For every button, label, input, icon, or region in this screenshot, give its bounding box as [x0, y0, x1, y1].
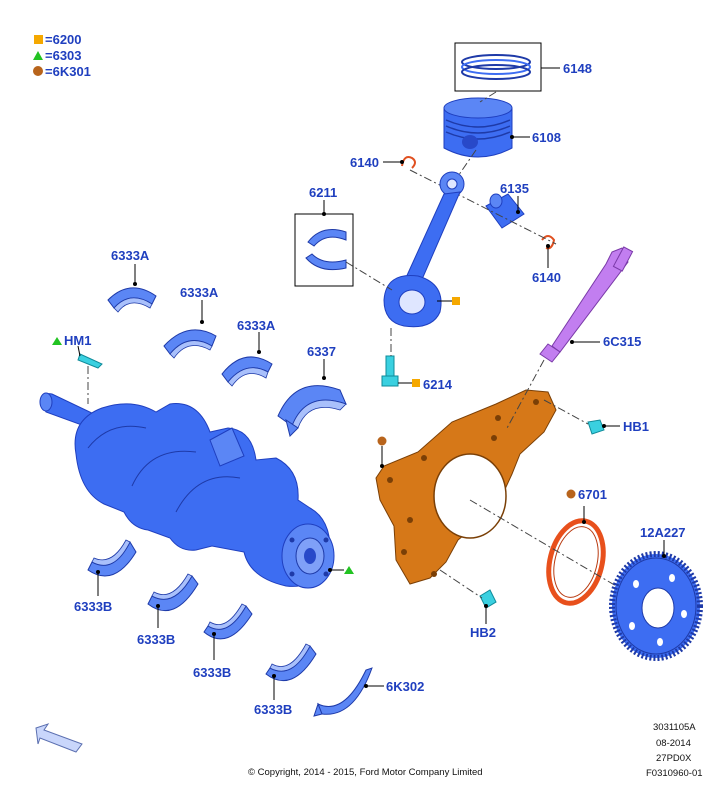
legend-triangle-icon	[33, 51, 43, 60]
label-HB2[interactable]: HB2	[470, 625, 496, 640]
ref-code-3: F0310960-01	[646, 768, 703, 779]
legend: =6200 =6303 =6K301	[33, 32, 91, 79]
label-6337[interactable]: 6337	[307, 344, 336, 359]
circlip-upper[interactable]	[401, 156, 416, 169]
thrust-bearing[interactable]	[277, 385, 347, 437]
rear-seal[interactable]	[541, 515, 612, 609]
label-6135[interactable]: 6135	[500, 181, 529, 196]
label-HM1[interactable]: HM1	[64, 333, 91, 348]
label-6140-lower[interactable]: 6140	[532, 270, 561, 285]
crankshaft[interactable]	[39, 392, 335, 589]
legend-6200: =6200	[45, 32, 82, 47]
label-12A227[interactable]: 12A227	[640, 525, 686, 540]
marker-square-icon	[412, 379, 420, 387]
label-6333B-1[interactable]: 6333B	[74, 599, 112, 614]
key-dowel[interactable]	[77, 353, 103, 369]
main-bearing-lower-2[interactable]	[147, 573, 199, 612]
main-bearing-lower-4[interactable]	[265, 643, 317, 682]
label-6214[interactable]: 6214	[423, 377, 453, 392]
label-HB1[interactable]: HB1	[623, 419, 649, 434]
copyright-text: © Copyright, 2014 - 2015, Ford Motor Com…	[248, 767, 483, 778]
bolt-hb1[interactable]	[587, 419, 605, 435]
legend-circle-icon	[33, 66, 43, 76]
marker-circle-icon	[566, 489, 576, 499]
label-6140-upper[interactable]: 6140	[350, 155, 379, 170]
marker-triangle-icon	[344, 566, 354, 574]
label-6148[interactable]: 6148	[563, 61, 592, 76]
main-bearing-lower-1[interactable]	[87, 539, 137, 577]
ref-date: 08-2014	[656, 738, 691, 749]
legend-6303: =6303	[45, 48, 82, 63]
label-6333B-4[interactable]: 6333B	[254, 702, 292, 717]
sensor[interactable]	[539, 246, 634, 363]
connecting-rod[interactable]	[383, 171, 465, 328]
piston[interactable]	[443, 97, 513, 158]
piston-pin[interactable]	[485, 193, 525, 229]
label-6C315[interactable]: 6C315	[603, 334, 641, 349]
rod-bearing-shells[interactable]	[294, 213, 354, 287]
main-bearing-upper-2[interactable]	[163, 329, 217, 359]
label-6211[interactable]: 6211	[309, 185, 337, 200]
rod-bolt[interactable]	[381, 355, 399, 387]
label-6333B-3[interactable]: 6333B	[193, 665, 231, 680]
marker-square-icon	[452, 297, 460, 305]
main-bearing-upper-3[interactable]	[221, 356, 273, 387]
label-6333A-3[interactable]: 6333A	[237, 318, 276, 333]
label-6333B-2[interactable]: 6333B	[137, 632, 175, 647]
marker-triangle-icon	[52, 337, 62, 345]
label-6108[interactable]: 6108	[532, 130, 561, 145]
legend-square-icon	[34, 35, 43, 44]
ref-code-1: 3031105A	[653, 722, 696, 733]
label-6701[interactable]: 6701	[578, 487, 607, 502]
label-6K302[interactable]: 6K302	[386, 679, 424, 694]
main-bearing-upper-1[interactable]	[107, 287, 157, 313]
circlip-lower[interactable]	[541, 235, 556, 250]
piston-rings[interactable]	[454, 42, 542, 92]
label-6333A-1[interactable]: 6333A	[111, 248, 150, 263]
reluctor-ring[interactable]	[609, 551, 703, 661]
ref-code-2: 27PD0X	[656, 753, 692, 764]
main-bearing-lower-3[interactable]	[203, 603, 253, 640]
label-6333A-2[interactable]: 6333A	[180, 285, 219, 300]
thrust-washer[interactable]	[313, 667, 373, 717]
seal-retainer-plate[interactable]	[375, 389, 557, 585]
legend-6K301: =6K301	[45, 64, 91, 79]
bolt-hb2[interactable]	[479, 589, 497, 609]
arrow-front-icon	[35, 723, 83, 753]
marker-circle-icon	[377, 436, 387, 446]
